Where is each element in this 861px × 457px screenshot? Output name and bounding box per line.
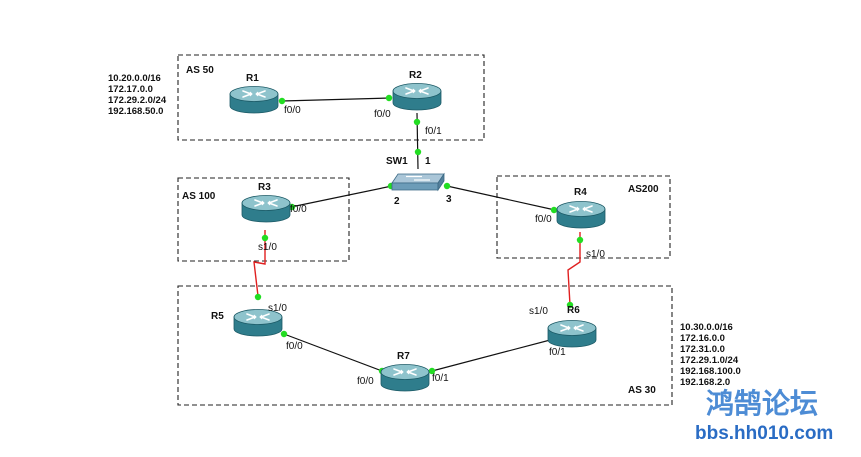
device-label-r7: R7: [397, 351, 410, 362]
link-r3-r5-serial: [253, 230, 266, 297]
port-label: s1/0: [529, 306, 548, 317]
port-label: 1: [425, 156, 431, 167]
switch-icon: [391, 173, 445, 191]
router-icon: [241, 194, 291, 223]
port-dot: [278, 97, 286, 105]
as200-boundary: [496, 175, 671, 259]
port-label: s1/0: [586, 249, 605, 260]
port-dot: [550, 206, 558, 214]
network-entry: 192.168.50.0: [108, 106, 163, 117]
network-list-right: 10.30.0.0/16 172.16.0.0 172.31.0.0 172.2…: [680, 322, 741, 388]
as30-boundary: [177, 285, 673, 406]
ethernet-links: [281, 97, 556, 372]
network-entry: 172.29.2.0/24: [108, 95, 167, 106]
network-entry: 172.16.0.0: [680, 333, 725, 344]
router-icon: [229, 85, 279, 114]
port-label: f0/0: [286, 341, 303, 352]
as-boxes: [177, 54, 673, 406]
link-r7-r6: [431, 338, 555, 372]
link-r1-r2: [281, 97, 391, 102]
device-label-r3: R3: [258, 182, 271, 193]
port-label: f0/1: [432, 373, 449, 384]
device-label-r5: R5: [211, 311, 224, 322]
router-icon: [392, 82, 442, 111]
watermark-title: 鸿鹄论坛: [706, 387, 818, 420]
router-r3[interactable]: [241, 194, 291, 223]
port-label: f0/0: [357, 376, 374, 387]
port-label: s1/0: [268, 303, 287, 314]
network-entry: 10.20.0.0/16: [108, 73, 161, 84]
port-dot: [566, 301, 574, 309]
router-r6[interactable]: [547, 319, 597, 348]
device-label-r4: R4: [574, 187, 587, 198]
watermark: 鸿鹄论坛 bbs.hh010.com: [695, 387, 833, 444]
port-dot: [261, 234, 269, 242]
port-label: f0/0: [284, 105, 301, 116]
network-entry: 192.168.2.0: [680, 377, 730, 388]
port-dots: [254, 94, 584, 375]
port-dot: [443, 182, 451, 190]
port-label: f0/0: [290, 204, 307, 215]
router-r7[interactable]: [380, 363, 430, 392]
port-dot: [254, 293, 262, 301]
as50-label: AS 50: [186, 65, 214, 76]
port-label: f0/1: [425, 126, 442, 137]
network-list-left: 10.20.0.0/16 172.17.0.0 172.29.2.0/24 19…: [108, 73, 167, 117]
link-sw1-r4: [446, 185, 556, 211]
switch-sw1[interactable]: [391, 173, 445, 191]
port-label: s1/0: [258, 242, 277, 253]
port-label: 3: [446, 194, 452, 205]
link-r5-r7: [283, 333, 383, 372]
port-label: f0/0: [374, 109, 391, 120]
port-dot: [385, 94, 393, 102]
as200-label: AS200: [628, 184, 659, 195]
device-label-sw1: SW1: [386, 156, 408, 167]
port-dot: [280, 330, 288, 338]
link-r3-sw1: [290, 185, 393, 208]
network-entry: 192.168.100.0: [680, 366, 741, 377]
router-icon: [556, 200, 606, 229]
router-icon: [380, 363, 430, 392]
device-label-r1: R1: [246, 73, 259, 84]
port-label: f0/0: [535, 214, 552, 225]
link-r4-r6-serial: [567, 232, 581, 306]
port-dot: [414, 148, 422, 156]
network-entry: 10.30.0.0/16: [680, 322, 733, 333]
device-label-r2: R2: [409, 70, 422, 81]
router-r4[interactable]: [556, 200, 606, 229]
as100-boundary: [177, 177, 350, 262]
as100-label: AS 100: [182, 191, 216, 202]
network-entry: 172.17.0.0: [108, 84, 153, 95]
router-r2[interactable]: [392, 82, 442, 111]
router-r1[interactable]: [229, 85, 279, 114]
watermark-url: bbs.hh010.com: [695, 423, 833, 444]
port-label: 2: [394, 196, 400, 207]
device-label-r6: R6: [567, 305, 580, 316]
port-label: f0/1: [549, 347, 566, 358]
network-entry: 172.29.1.0/24: [680, 355, 739, 366]
router-icon: [547, 319, 597, 348]
as50-boundary: [177, 54, 485, 141]
network-entry: 172.31.0.0: [680, 344, 725, 355]
port-dot: [428, 367, 436, 375]
as30-label: AS 30: [628, 385, 656, 396]
port-dot: [576, 236, 584, 244]
port-dot: [413, 118, 421, 126]
serial-links: [253, 230, 581, 306]
